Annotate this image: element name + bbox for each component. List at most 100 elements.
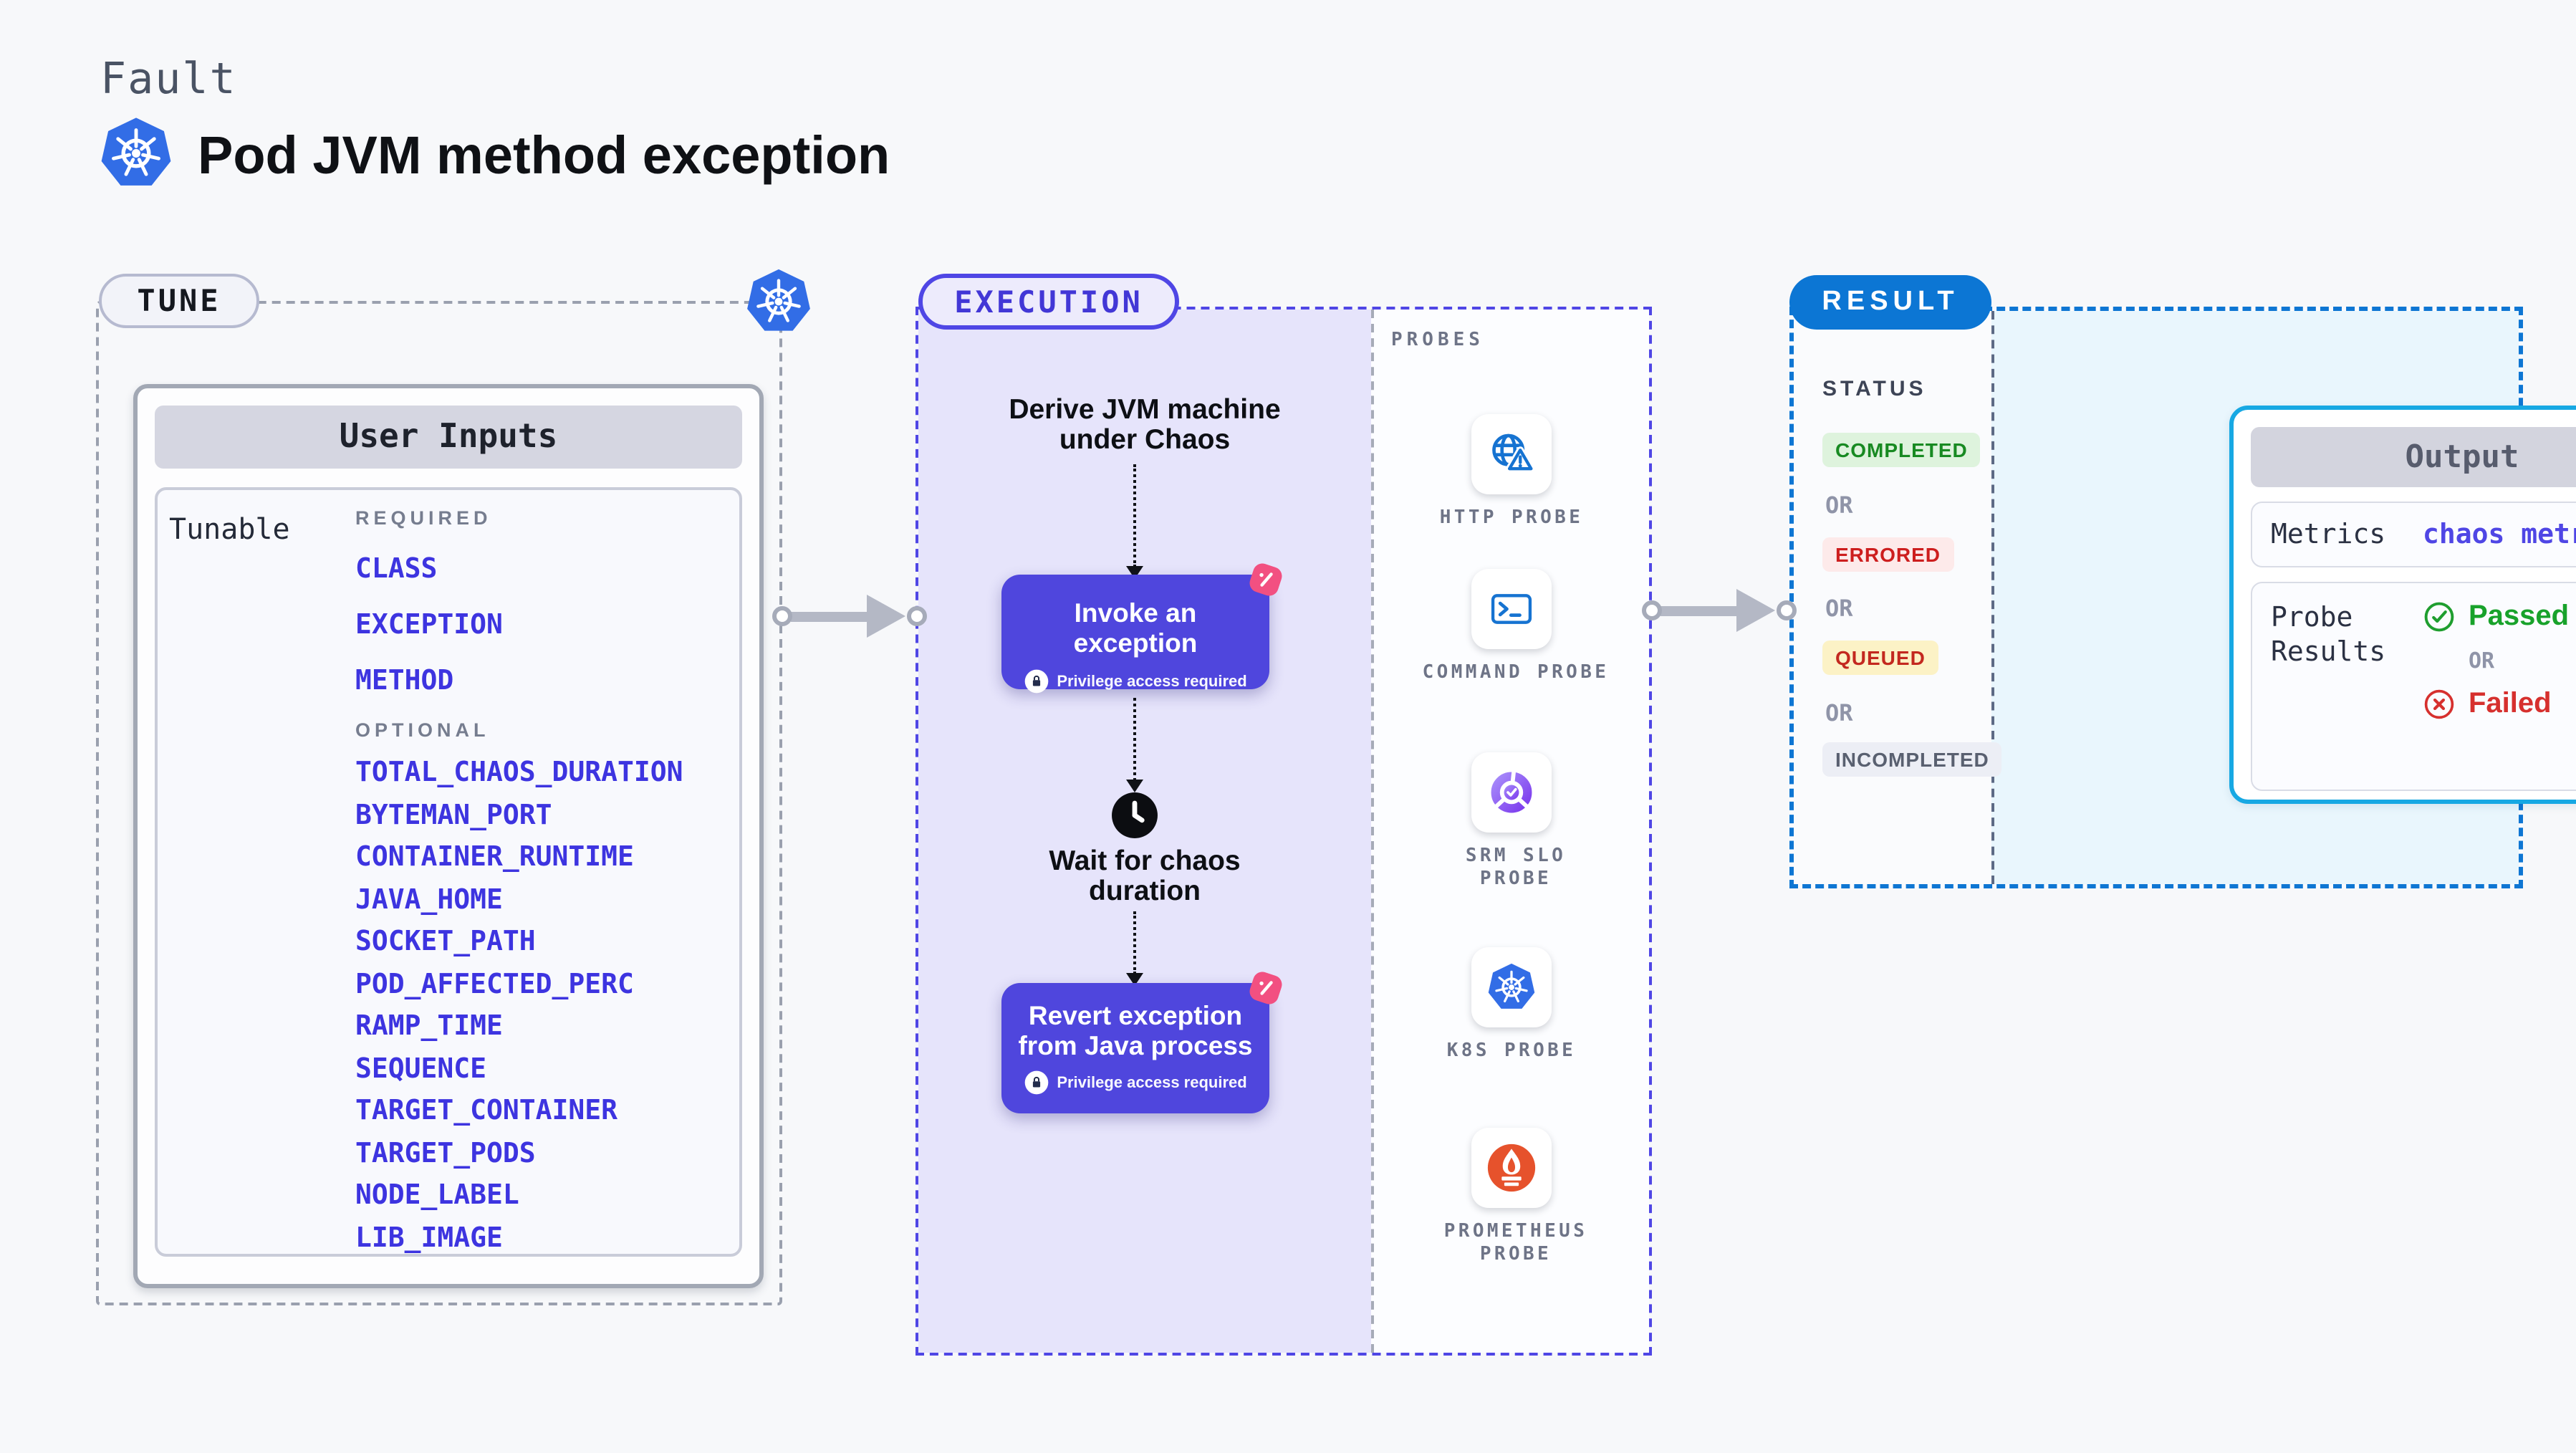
tunable-label: Tunable — [169, 512, 290, 546]
connector-dot — [1777, 600, 1797, 620]
execution-section: Derive JVM machine under Chaos Invoke an… — [915, 307, 1652, 1356]
probe-icon-card — [1471, 1128, 1552, 1208]
env-var: METHOD — [355, 665, 454, 696]
required-env-list: CLASS EXCEPTION METHOD — [355, 553, 503, 696]
arrow-head — [867, 595, 905, 638]
probes-panel: PROBES HTTP PROBE COMMAND PROBE SRM SLO … — [1371, 310, 1649, 1353]
flow-connector — [1126, 464, 1143, 579]
probe-item-prometheus: PROMETHEUS PROBE — [1374, 1128, 1649, 1267]
step-invoke-exception: Invoke an exception Privilege access req… — [1001, 575, 1269, 689]
or-label: OR — [1825, 491, 1853, 519]
env-var: SOCKET_PATH — [355, 926, 536, 957]
clock-icon — [1110, 791, 1159, 840]
arrow-shaft — [791, 611, 871, 621]
env-var: NODE_LABEL — [355, 1179, 519, 1211]
lock-icon — [1024, 669, 1048, 694]
status-badge-incompleted: INCOMPLETED — [1822, 742, 2002, 777]
arrow-head — [1126, 780, 1143, 792]
result-output-panel: Output Metrics chaos metrics Probe Resul… — [1991, 311, 2576, 884]
privilege-note: Privilege access required — [1057, 673, 1247, 690]
probe-item-srm-slo: SRM SLO PROBE — [1374, 752, 1649, 891]
flow-connector — [1126, 698, 1143, 792]
or-label: OR — [1825, 699, 1853, 726]
env-var: TARGET_PODS — [355, 1137, 536, 1169]
required-heading: REQUIRED — [355, 507, 492, 529]
env-var: TOTAL_CHAOS_DURATION — [355, 757, 683, 788]
lock-icon — [1024, 1070, 1048, 1095]
probes-heading: PROBES — [1391, 330, 1484, 351]
page-title: Pod JVM method exception — [198, 126, 890, 185]
probe-label: COMMAND PROBE — [1422, 662, 1610, 684]
status-heading: STATUS — [1822, 377, 1927, 401]
arrow-head — [1736, 589, 1775, 632]
optional-env-list: TOTAL_CHAOS_DURATION BYTEMAN_PORT CONTAI… — [355, 757, 683, 1253]
step-text-line: under Chaos — [1059, 424, 1231, 456]
flow-connector — [1126, 911, 1143, 986]
verdict-failed: Failed — [2423, 688, 2569, 721]
metrics-row: Metrics chaos metrics — [2251, 502, 2576, 567]
arrow-shaft — [1661, 605, 1741, 615]
probe-label: PROMETHEUS PROBE — [1443, 1221, 1588, 1265]
connector-dot — [907, 606, 927, 626]
probe-results-label: Probe Results — [2271, 602, 2386, 668]
optional-heading: OPTIONAL — [355, 719, 490, 741]
env-var: LIB_IMAGE — [355, 1222, 503, 1253]
globe-alert-icon — [1486, 428, 1537, 480]
chaos-experiment-icon — [1246, 560, 1285, 599]
x-circle-icon — [2423, 688, 2456, 721]
tune-section: User Inputs Tunable REQUIRED CLASS EXCEP… — [96, 301, 782, 1305]
output-title: Output — [2251, 427, 2576, 487]
execution-flow-panel: Derive JVM machine under Chaos Invoke an… — [918, 310, 1371, 1353]
arrow-head — [1126, 973, 1143, 986]
step-text-line: Revert exception — [1028, 1000, 1243, 1030]
kubernetes-icon — [744, 267, 814, 337]
step-text-line: Wait for chaos — [1049, 845, 1241, 877]
env-var: BYTEMAN_PORT — [355, 799, 552, 830]
or-label: OR — [2469, 648, 2495, 673]
kubernetes-icon — [97, 115, 175, 192]
check-circle-icon — [2423, 600, 2456, 633]
arrow-tune-to-execution — [772, 595, 930, 638]
probe-item-k8s: K8S PROBE — [1374, 947, 1649, 1063]
tune-section-badge: TUNE — [99, 274, 259, 328]
step-wait-duration: Wait for chaos duration — [918, 845, 1371, 907]
step-revert-exception: Revert exception from Java process Privi… — [1001, 983, 1269, 1113]
probe-icon-card — [1471, 947, 1552, 1027]
status-badge-queued: QUEUED — [1822, 641, 1938, 675]
execution-section-badge: EXECUTION — [918, 274, 1179, 330]
env-var: JAVA_HOME — [355, 883, 503, 915]
env-var: POD_AFFECTED_PERC — [355, 968, 634, 999]
probe-icon-card — [1471, 752, 1552, 833]
output-card: Output Metrics chaos metrics Probe Resul… — [2229, 406, 2576, 804]
env-var: CONTAINER_RUNTIME — [355, 841, 634, 873]
step-text-line: duration — [1089, 876, 1201, 907]
probe-label: HTTP PROBE — [1439, 507, 1584, 529]
user-inputs-card: User Inputs Tunable REQUIRED CLASS EXCEP… — [133, 384, 764, 1288]
probe-item-http: HTTP PROBE — [1374, 414, 1649, 530]
chaos-experiment-icon — [1246, 969, 1285, 1007]
probe-icon-card — [1471, 569, 1552, 649]
probe-label: SRM SLO PROBE — [1465, 845, 1567, 890]
probe-icon-card — [1471, 414, 1552, 494]
status-badge-errored: ERRORED — [1822, 537, 1954, 572]
verdict-passed: Passed — [2423, 600, 2569, 633]
connector-dot — [772, 606, 792, 626]
env-var: CLASS — [355, 553, 438, 585]
metrics-label: Metrics — [2271, 519, 2386, 550]
failed-label: Failed — [2469, 688, 2552, 719]
step-text-line: Derive JVM machine — [1009, 394, 1281, 426]
terminal-icon — [1486, 583, 1537, 635]
arrow-execution-to-result — [1642, 589, 1799, 632]
probe-item-command: COMMAND PROBE — [1374, 569, 1649, 685]
metrics-value: chaos metrics — [2423, 519, 2576, 550]
step-derive-jvm: Derive JVM machine under Chaos — [918, 395, 1371, 456]
env-var: EXCEPTION — [355, 609, 503, 641]
prometheus-flame-icon — [1486, 1142, 1537, 1194]
env-var: SEQUENCE — [355, 1052, 487, 1084]
env-var: RAMP_TIME — [355, 1010, 503, 1042]
or-label: OR — [1825, 595, 1853, 622]
slo-donut-check-icon — [1486, 767, 1537, 818]
step-text-line: from Java process — [1018, 1030, 1253, 1060]
result-section-badge: RESULT — [1789, 275, 1991, 330]
